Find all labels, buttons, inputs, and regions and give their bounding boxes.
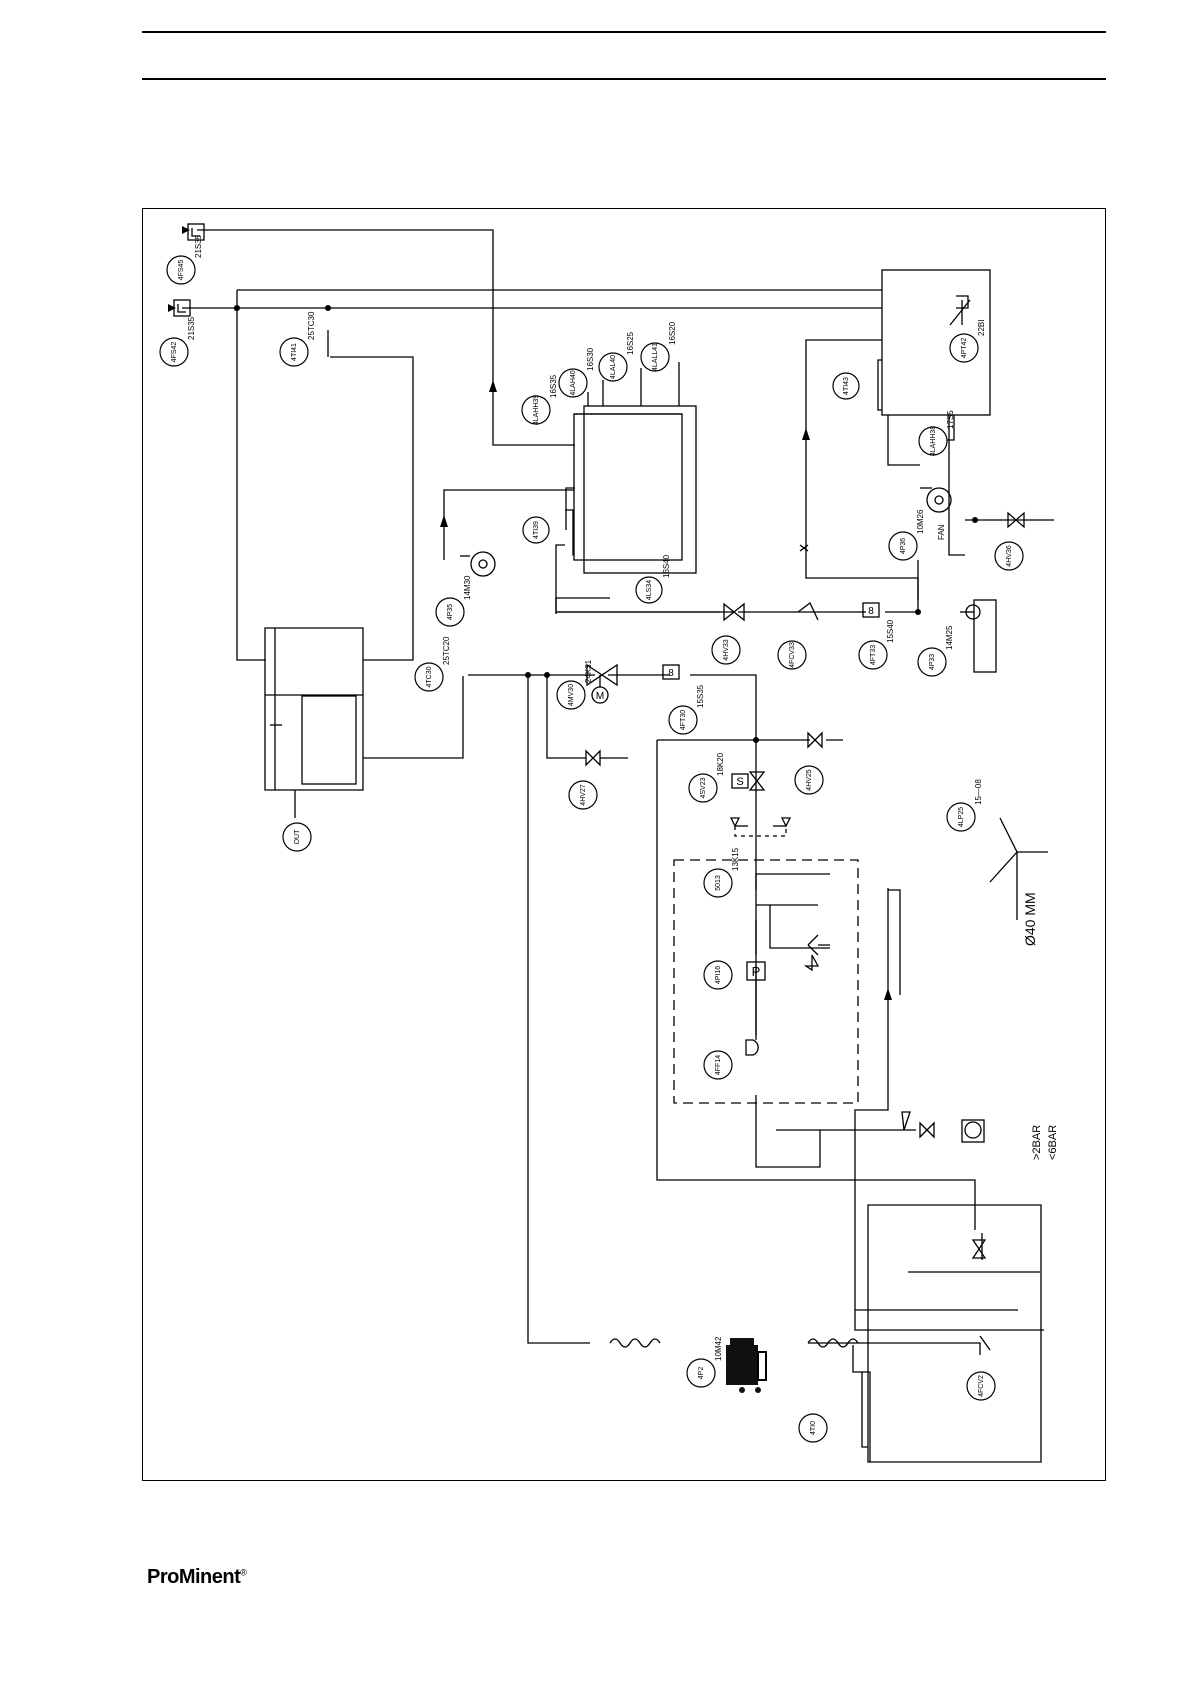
instrument-tag: OUT	[294, 829, 301, 845]
instrument-tag: 4FCV33	[789, 642, 796, 668]
instrument-tag: 4FS42	[171, 342, 178, 363]
instrument-tag: 4LAHH38	[930, 426, 937, 456]
instrument-tag: 4TI0	[810, 1421, 817, 1435]
instrument-signal: 21S35	[187, 316, 196, 340]
pressure-max-label: <6BAR	[1047, 1125, 1059, 1160]
instrument-tag: 4SV23	[700, 777, 707, 798]
brand-name: ProMinent	[147, 1566, 241, 1588]
flow-symbol: 8	[668, 668, 674, 679]
instrument-tag: 4FT33	[870, 645, 877, 665]
drain-size-label: Ø40 MM	[1022, 892, 1038, 946]
fan-label: FAN	[937, 524, 946, 540]
instrument-signal: 15S40	[886, 619, 895, 643]
instrument-signal: 14M30	[463, 575, 472, 600]
solenoid-symbol: S	[736, 776, 743, 788]
instrument-signal: 25TC20	[442, 636, 451, 665]
instrument-tag: 4LP25	[958, 807, 965, 827]
instrument-signal: 10M26	[916, 509, 925, 534]
instrument-tag: 4TI39	[533, 521, 540, 539]
instrument-signal: 15S35	[696, 684, 705, 708]
instrument-signal: 13K15	[731, 847, 740, 871]
instrument-tag: 4TI41	[291, 343, 298, 361]
instrument-signal: 22BI	[977, 320, 986, 336]
instrument-signal: 17S5	[946, 410, 955, 429]
instrument-tag: 4LAL40	[610, 355, 617, 379]
instrument-tag: 4LAH40	[570, 370, 577, 395]
instrument-signal: 16S35	[549, 374, 558, 398]
pressure-min-label: >2BAR	[1031, 1125, 1043, 1160]
header-rule-top	[142, 31, 1106, 33]
instrument-tag: 4MV30	[568, 684, 575, 706]
prominent-logo: ProMinent®	[147, 1566, 247, 1589]
instrument-signal: 10M42	[714, 1336, 723, 1361]
instrument-signal: 16S25	[626, 331, 635, 355]
instrument-signal: 14M25	[945, 625, 954, 650]
instrument-tag: 4FT30	[680, 710, 687, 730]
instrument-tag: 4PT42	[961, 338, 968, 359]
instrument-bubbles	[159, 255, 1024, 1443]
instrument-tag: 4TI43	[843, 377, 850, 395]
instrument-tag: 4P36	[900, 538, 907, 554]
piping	[182, 229, 1054, 1463]
instrument-signal: 15—08	[974, 779, 983, 805]
instrument-tag: 4LAHH39	[533, 395, 540, 425]
instrument-tag: 4HV33	[723, 639, 730, 661]
instrument-tag: 4HV25	[806, 769, 813, 791]
vent-boxes	[173, 223, 971, 552]
instrument-tag: 4HV36	[1006, 545, 1013, 567]
instrument-tag: 4TC30	[426, 666, 433, 687]
diagram-frame	[142, 208, 1106, 1481]
instrument-signal: 21S35	[194, 234, 203, 258]
valves	[460, 487, 1025, 1351]
instrument-tag: 4LALL41	[652, 343, 659, 371]
instrument-tag: 4P2	[698, 1367, 705, 1380]
pressure-symbol: P	[752, 964, 761, 979]
instrument-tag: 5013	[715, 875, 722, 891]
flex-hoses	[609, 1338, 859, 1348]
instrument-tag: 4P33	[929, 654, 936, 670]
instrument-tag: 4HV27	[580, 784, 587, 806]
motor-symbol: M	[596, 691, 604, 702]
instrument-signal: 24K31	[584, 659, 593, 683]
instrument-tag: 4FS45	[178, 260, 185, 281]
metering-pump	[726, 1338, 767, 1393]
header-rule-bottom	[142, 78, 1106, 80]
flow-symbol-2: 8	[868, 606, 874, 617]
brand-mark: ®	[240, 1567, 247, 1578]
instrument-tag: 4P35	[447, 604, 454, 620]
instrument-tag: 4FCV2	[978, 1375, 985, 1397]
instrument-signal: 16S30	[586, 347, 595, 371]
instrument-tag: 4FF14	[715, 1055, 722, 1075]
instrument-tags: 4FS45 21S35 4FS42 21S35 4TI41 25TC30 4LAHH39 16…	[171, 234, 1013, 1435]
instrument-tag: 4PI16	[715, 966, 722, 984]
flow-markers	[168, 226, 978, 1000]
instrument-signal: 25TC30	[307, 311, 316, 340]
instrument-tag: 4LS34	[646, 580, 653, 600]
instrument-signal: 16S40	[662, 554, 671, 578]
instrument-signal: 16S20	[668, 321, 677, 345]
instrument-signal: 18K20	[716, 752, 725, 776]
